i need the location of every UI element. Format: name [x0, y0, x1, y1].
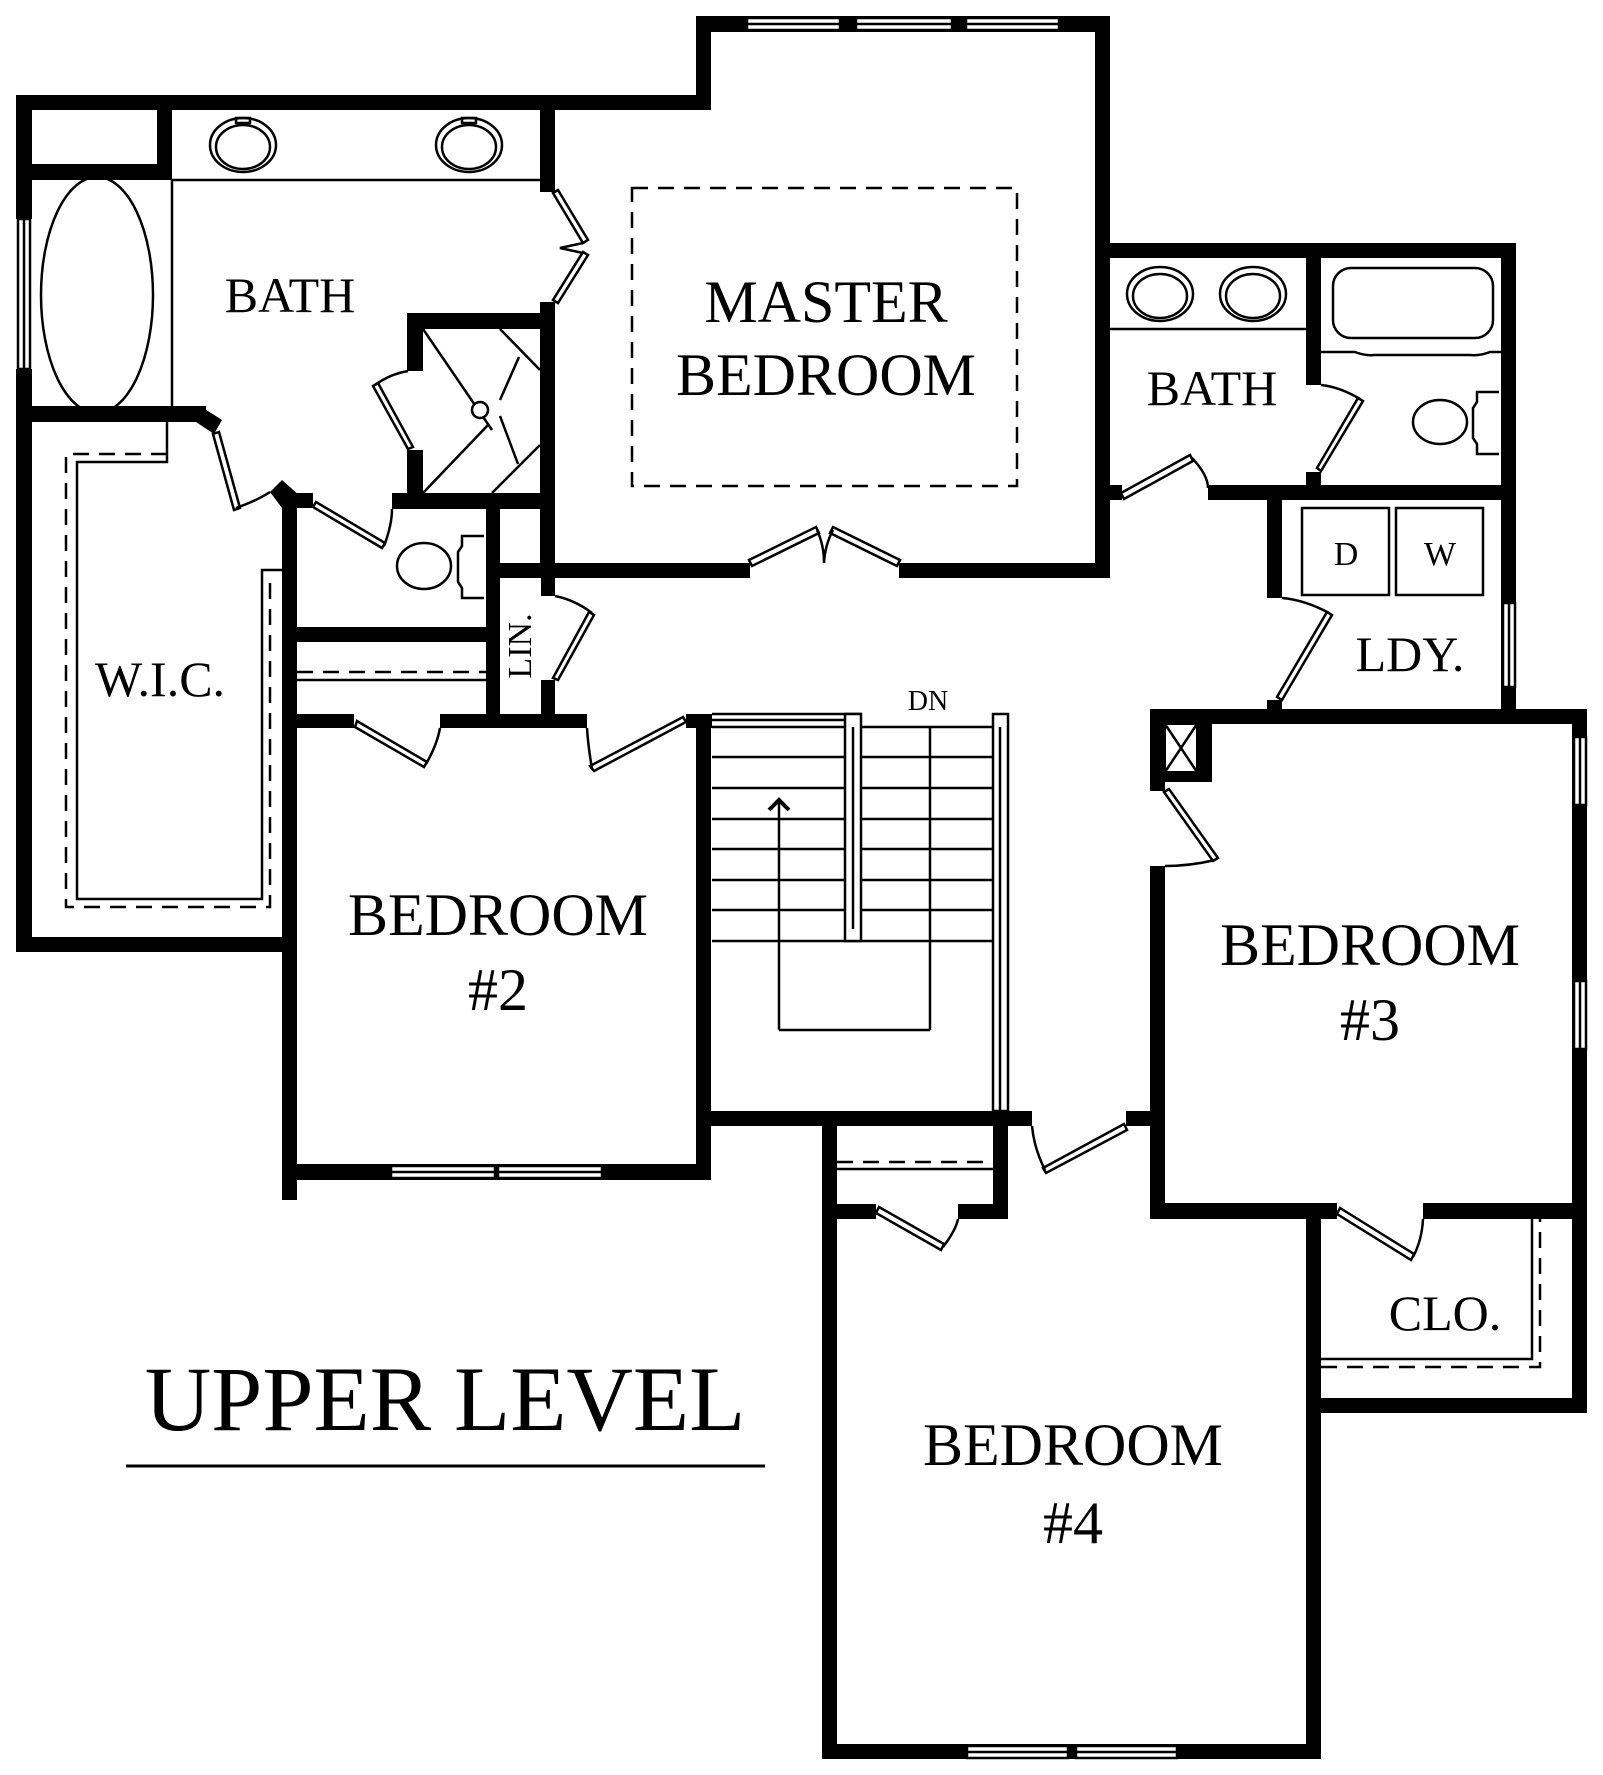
wic-label: W.I.C. — [95, 651, 225, 707]
tray-ceiling-outline — [630, 186, 1019, 488]
sink-icon — [434, 116, 504, 174]
washer-icon — [1394, 506, 1485, 597]
doors — [211, 188, 1425, 1262]
bedroom3-label: BEDROOM — [1220, 912, 1520, 978]
stair-down-label: DN — [908, 686, 948, 717]
bedroom3-label: #3 — [1340, 987, 1400, 1053]
dryer-icon — [1300, 506, 1391, 597]
sink-icon — [208, 116, 278, 174]
linen-label: LIN. — [502, 613, 539, 678]
master-bath-label: BATH — [225, 267, 356, 323]
sink-icon — [1125, 265, 1195, 323]
toilet-icon — [395, 534, 484, 600]
laundry-label: LDY. — [1356, 626, 1465, 682]
master-bedroom-label: MASTER — [704, 269, 947, 335]
bathtub-icon — [39, 175, 155, 415]
closet-label: CLO. — [1389, 1285, 1502, 1341]
bedroom4-label: #4 — [1043, 1490, 1103, 1556]
toilet-icon — [1411, 390, 1499, 456]
bathtub-icon — [1321, 266, 1501, 357]
arrow-up-icon — [767, 797, 791, 812]
sink-icon — [1218, 265, 1288, 323]
bedroom2-label: #2 — [468, 957, 528, 1023]
windows — [16, 16, 1588, 1760]
washer-label: W — [1424, 536, 1457, 573]
bedroom2-label: BEDROOM — [348, 882, 648, 948]
duct-icon — [1163, 723, 1199, 773]
dryer-label: D — [1334, 536, 1359, 573]
fixtures — [39, 116, 1542, 1468]
staircase — [712, 712, 1010, 1113]
plan-title: UPPER LEVEL — [145, 1348, 746, 1450]
bedroom4-label: BEDROOM — [923, 1412, 1223, 1478]
walls — [16, 16, 1587, 1759]
hall-bath-label: BATH — [1147, 360, 1278, 416]
master-bedroom-label: BEDROOM — [676, 342, 976, 408]
labels: MASTER BEDROOM BATH W.I.C. LIN. BATH D W… — [95, 267, 1520, 1556]
shower-icon — [421, 328, 541, 494]
